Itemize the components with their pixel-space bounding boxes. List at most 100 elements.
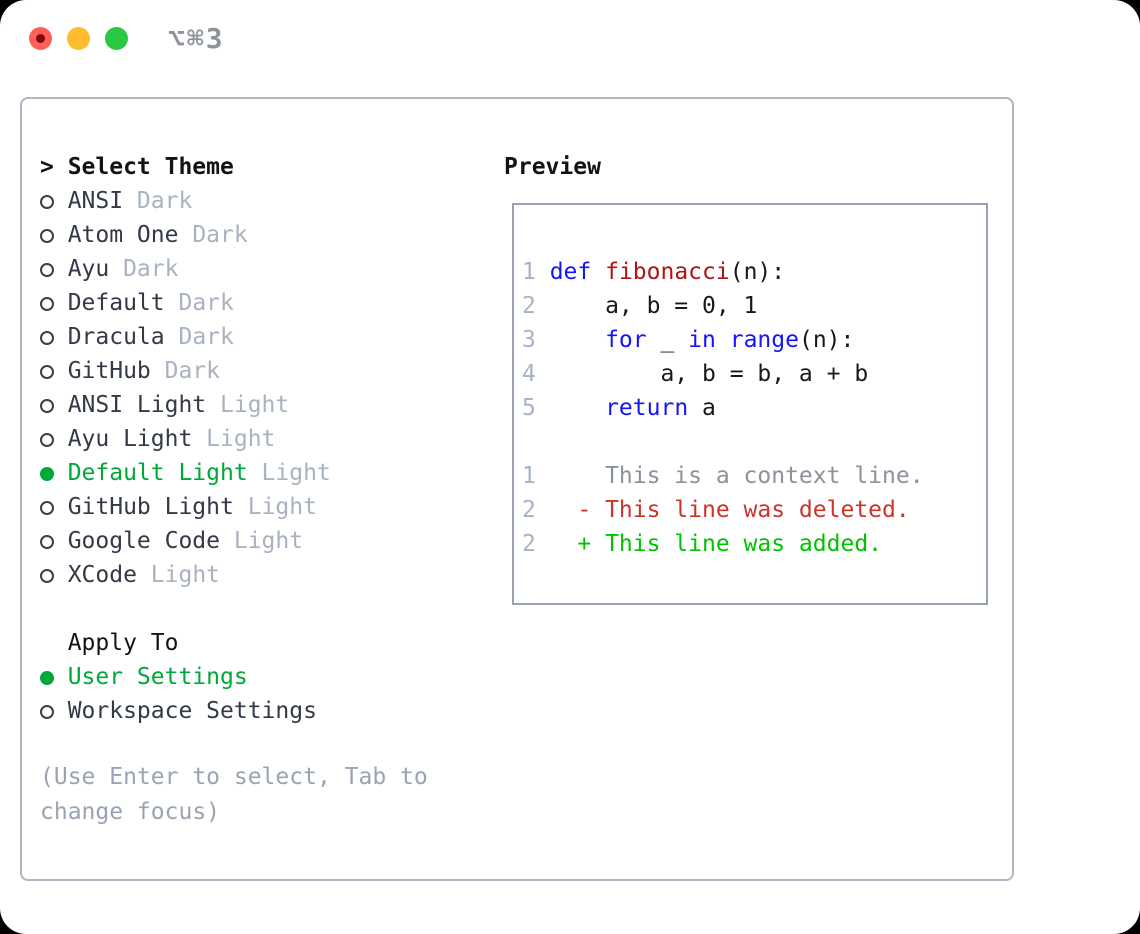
line-number: 2 bbox=[522, 531, 536, 557]
option-label: XCode bbox=[67, 562, 137, 588]
hint-text: (Use Enter to select, Tab to change focu… bbox=[40, 764, 428, 825]
option-tag: Dark bbox=[123, 256, 179, 282]
code-line: 5 return a bbox=[522, 391, 868, 425]
radio-icon bbox=[40, 558, 68, 592]
option-tag: Light bbox=[247, 494, 317, 520]
code-segment-pl bbox=[716, 327, 730, 353]
theme-option-dracula[interactable]: Dracula Dark bbox=[40, 320, 331, 354]
code-line: 3 for _ in range(n): bbox=[522, 323, 868, 357]
apply-option-user-settings[interactable]: User Settings bbox=[40, 660, 317, 694]
code-segment-add: + This line was added. bbox=[549, 531, 883, 557]
code-segment-pl: a, b = 0, 1 bbox=[549, 293, 758, 319]
minimize-button[interactable] bbox=[67, 27, 90, 50]
close-button-dot-icon bbox=[36, 34, 45, 43]
code-segment-pl: a bbox=[688, 395, 716, 421]
diff-line: 2 - This line was deleted. bbox=[522, 493, 924, 527]
option-label: Default Light bbox=[67, 460, 248, 486]
code-segment-pl: (n): bbox=[798, 327, 855, 353]
select-theme-header: > Select Theme bbox=[40, 150, 234, 184]
radio-icon bbox=[40, 490, 68, 524]
code-segment-fn: fibonacci bbox=[605, 259, 730, 285]
radio-circle bbox=[40, 501, 54, 515]
line-number: 1 bbox=[522, 463, 536, 489]
radio-icon bbox=[40, 218, 68, 252]
preview-header: Preview bbox=[504, 154, 601, 180]
code-segment-pl bbox=[550, 327, 605, 353]
line-number: 5 bbox=[522, 395, 536, 421]
option-label: Workspace Settings bbox=[67, 698, 317, 724]
radio-selected-icon bbox=[40, 660, 68, 694]
radio-circle bbox=[40, 569, 54, 583]
code-segment-kw: range bbox=[729, 327, 799, 353]
theme-option-default-light[interactable]: Default Light Light bbox=[40, 456, 331, 490]
apply-option-workspace-settings[interactable]: Workspace Settings bbox=[40, 694, 317, 728]
option-label: Atom One bbox=[67, 222, 179, 248]
option-tag: Light bbox=[261, 460, 331, 486]
apply-to-header: Apply To bbox=[67, 630, 179, 656]
window-shortcut-label: ⌥⌘3 bbox=[168, 22, 225, 55]
radio-icon bbox=[40, 184, 68, 218]
radio-circle bbox=[40, 399, 54, 413]
theme-option-github-light[interactable]: GitHub Light Light bbox=[40, 490, 331, 524]
close-button[interactable] bbox=[29, 27, 52, 50]
option-label: ANSI bbox=[67, 188, 124, 214]
code-segment-ctx: This is a context line. bbox=[549, 463, 924, 489]
radio-icon bbox=[40, 694, 68, 728]
select-theme-title: Select Theme bbox=[67, 154, 234, 180]
radio-circle bbox=[40, 535, 54, 549]
radio-circle bbox=[40, 195, 54, 209]
option-tag: Dark bbox=[178, 324, 234, 350]
code-segment-pl: (n): bbox=[729, 259, 786, 285]
diff-block: 1 This is a context line. 2 - This line w… bbox=[522, 459, 924, 561]
code-segment-pl bbox=[591, 259, 605, 285]
code-segment-pl: _ bbox=[646, 327, 689, 353]
diff-line: 2 + This line was added. bbox=[522, 527, 924, 561]
line-number: 2 bbox=[522, 293, 536, 319]
radio-circle bbox=[40, 229, 54, 243]
titlebar: ⌥⌘3 bbox=[0, 0, 1140, 76]
option-label: GitHub bbox=[67, 358, 151, 384]
option-label: User Settings bbox=[67, 664, 248, 690]
radio-icon bbox=[40, 388, 68, 422]
radio-icon bbox=[40, 354, 68, 388]
radio-circle bbox=[40, 433, 54, 447]
line-number: 4 bbox=[522, 361, 536, 387]
cursor-icon: > bbox=[40, 154, 54, 180]
code-line: 4 a, b = b, a + b bbox=[522, 357, 868, 391]
radio-circle bbox=[40, 365, 54, 379]
option-label: Dracula bbox=[67, 324, 165, 350]
radio-circle bbox=[40, 671, 54, 685]
line-number: 2 bbox=[522, 497, 536, 523]
radio-selected-icon bbox=[40, 456, 68, 490]
option-tag: Dark bbox=[164, 358, 221, 384]
radio-circle bbox=[40, 467, 54, 481]
code-segment-pl bbox=[550, 395, 605, 421]
radio-circle bbox=[40, 331, 54, 345]
option-tag: Light bbox=[206, 426, 276, 452]
option-label: GitHub Light bbox=[67, 494, 234, 520]
option-tag: Dark bbox=[178, 290, 234, 316]
zoom-button[interactable] bbox=[105, 27, 128, 50]
option-label: ANSI Light bbox=[67, 392, 207, 418]
code-segment-pl: a, b = b, a + b bbox=[549, 361, 869, 387]
radio-icon bbox=[40, 524, 68, 558]
code-segment-kw: in bbox=[688, 327, 716, 353]
theme-option-github[interactable]: GitHub Dark bbox=[40, 354, 331, 388]
option-tag: Light bbox=[233, 528, 304, 554]
radio-icon bbox=[40, 320, 68, 354]
